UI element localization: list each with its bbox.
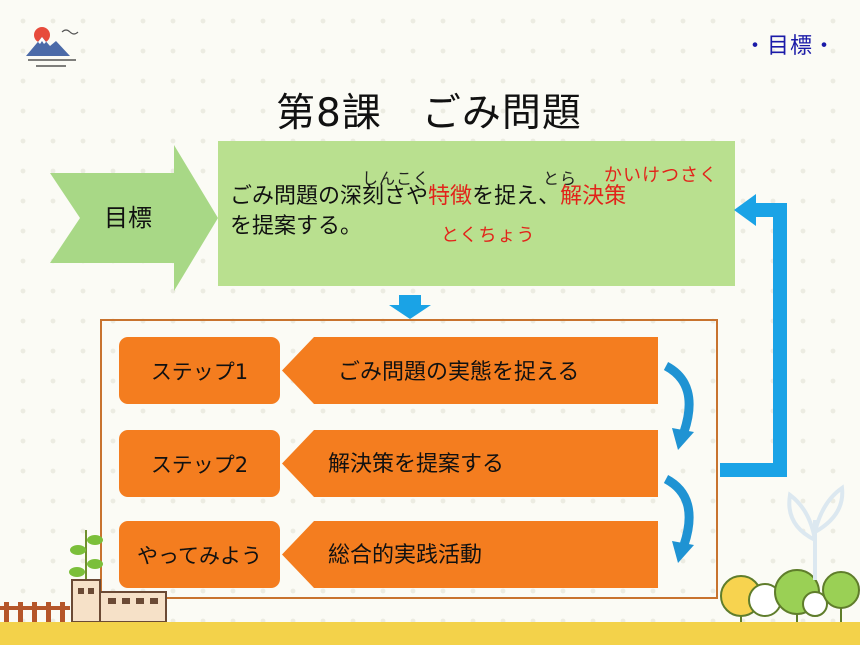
- goal-seg-7: え、: [516, 184, 561, 209]
- step2-text: 解決策を提案する: [328, 452, 505, 477]
- step3-label: やってみよう: [119, 521, 280, 588]
- fence-icon: [0, 602, 70, 622]
- page-title: 第8課 ごみ問題: [276, 91, 582, 136]
- footer-stripe: [0, 622, 860, 645]
- step2-label: ステップ2: [119, 430, 280, 497]
- goal-label: 目標: [104, 204, 152, 232]
- curved-arrow-icon: [663, 362, 694, 450]
- ruby-tora: とら: [543, 169, 578, 188]
- section-tag: ・目標・: [744, 34, 837, 59]
- loop-back-arrow-icon: [720, 194, 787, 477]
- goal-seg-3: さや: [384, 184, 429, 209]
- goal-text: ごみ問題の深刻さや特徴を捉え、解決策 を提案する。: [230, 182, 626, 242]
- mountain-logo-icon: [26, 27, 79, 67]
- goal-seg-6: 捉: [494, 184, 517, 209]
- goal-arrow-shape: [50, 145, 218, 291]
- goal-seg-2: 深刻: [340, 184, 385, 209]
- goal-text-line1: ごみ問題の深刻さや特徴を捉え、解決策: [230, 182, 626, 212]
- goal-text-line2: を提案する。: [230, 212, 626, 242]
- goal-line2-text: を提案する。: [230, 214, 363, 239]
- step1-label: ステップ1: [119, 337, 280, 404]
- step1-text: ごみ問題の実態を捉える: [338, 360, 580, 385]
- goal-box: [218, 141, 735, 286]
- steps-frame: [100, 319, 718, 599]
- step3-arrow-shape: [282, 521, 658, 588]
- goal-seg-8: 解決策: [560, 184, 627, 209]
- goal-seg-5: を: [472, 184, 495, 209]
- watermark-leaf-icon: [787, 484, 845, 580]
- step1-arrow-shape: [282, 337, 658, 404]
- ruby-tokuchou: とくちょう: [441, 225, 536, 246]
- down-arrow-icon: [389, 295, 431, 319]
- ruby-shinkoku: しんこく: [362, 169, 431, 188]
- trees-icon: [720, 569, 860, 624]
- goal-seg-1: ごみ問題の: [230, 184, 341, 209]
- ruby-kaiketsusaku: かいけつさく: [604, 165, 718, 186]
- building-icon: [71, 579, 167, 623]
- step2-arrow-shape: [282, 430, 658, 497]
- step3-text: 総合的実践活動: [328, 543, 483, 568]
- goal-seg-4: 特徴: [428, 184, 473, 209]
- curved-arrow-icon: [663, 475, 694, 563]
